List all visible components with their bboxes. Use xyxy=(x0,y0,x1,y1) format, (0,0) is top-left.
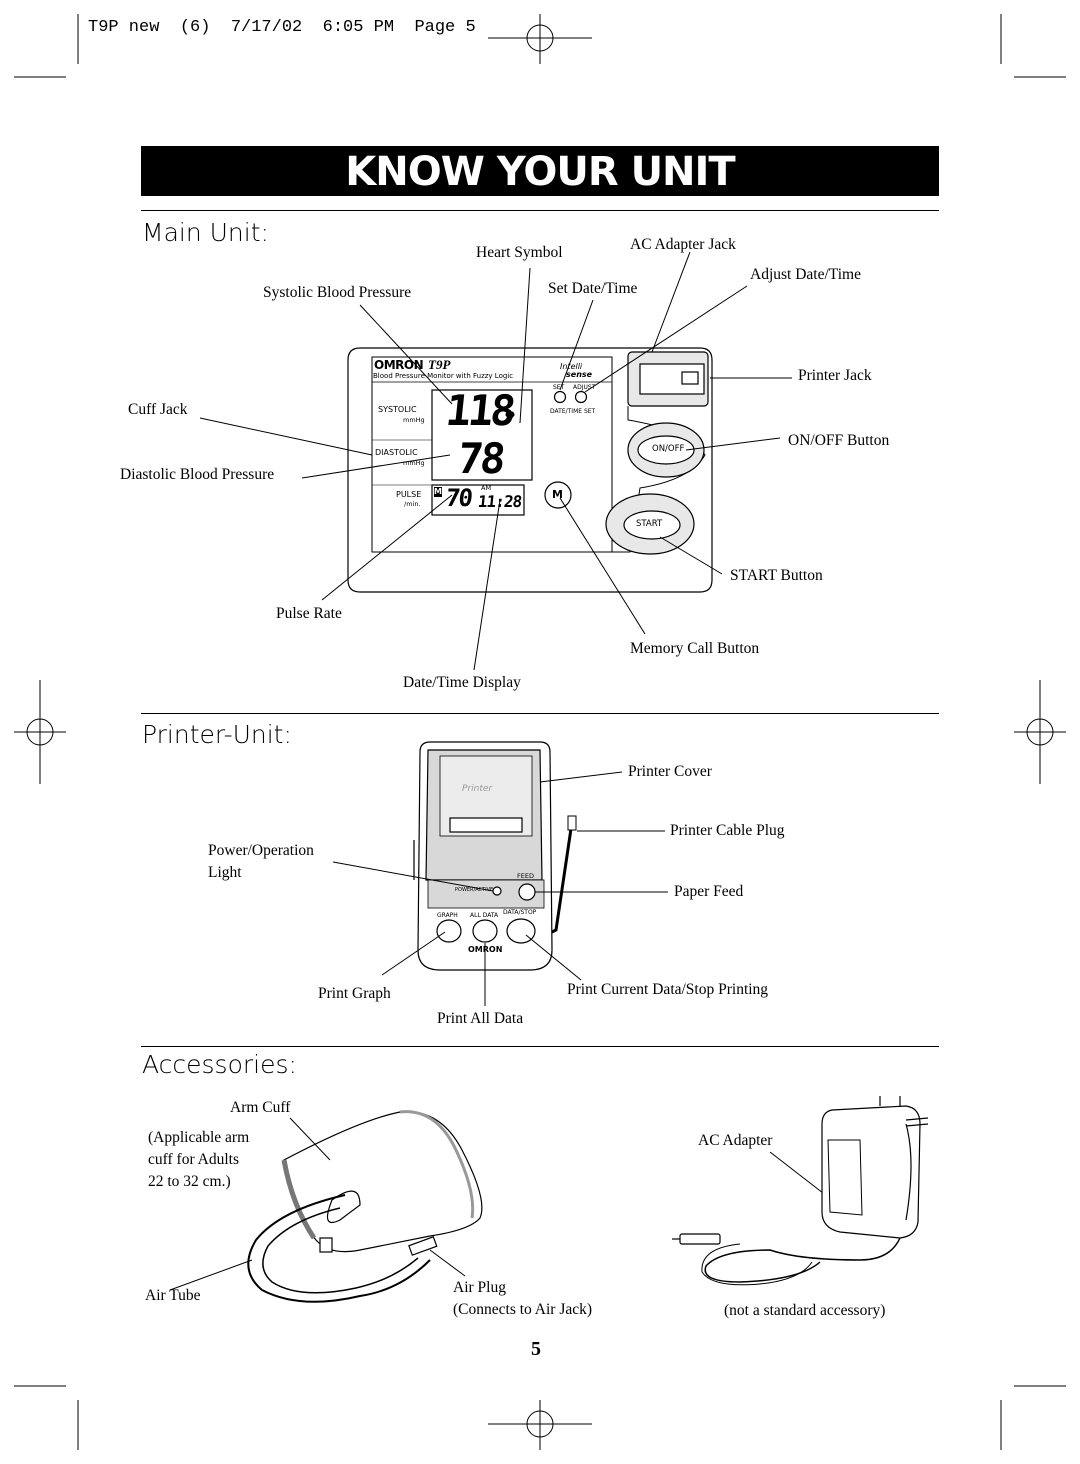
label-not-standard: (not a standard accessory) xyxy=(724,1302,886,1319)
accessories-title: Accessories: xyxy=(142,1050,297,1079)
all-data-label: ALL DATA xyxy=(470,912,499,919)
printer-brand: OMRON xyxy=(468,945,503,954)
label-applicable-2: cuff for Adults xyxy=(148,1151,239,1168)
page-number: 5 xyxy=(531,1338,541,1360)
section-rule-printer xyxy=(141,713,939,714)
label-connects: (Connects to Air Jack) xyxy=(453,1301,593,1318)
printer-unit-title: Printer-Unit: xyxy=(142,720,292,749)
label-applicable-3: 22 to 32 cm.) xyxy=(148,1173,231,1190)
power-active-label: POWER/ACTIVE xyxy=(455,887,494,893)
ac-adapter-illustration xyxy=(672,1096,929,1286)
device-brand: OMRON xyxy=(374,358,424,372)
systolic-reading: 118 xyxy=(443,386,516,435)
pulse-reading: 70 xyxy=(444,484,473,512)
section-rule-accessories xyxy=(141,1046,939,1047)
device-model: T9P xyxy=(428,357,451,372)
label-arm-cuff: Arm Cuff xyxy=(230,1099,291,1116)
on-off-button-label: ON/OFF xyxy=(652,444,685,454)
diastolic-unit: mmHg xyxy=(403,459,425,467)
pulse-label: PULSE xyxy=(396,490,422,499)
intelli-logo: Intelli xyxy=(560,362,583,371)
label-printer-cable-plug: Printer Cable Plug xyxy=(670,822,785,839)
label-heart-symbol: Heart Symbol xyxy=(476,244,563,261)
label-memory-call-button: Memory Call Button xyxy=(630,640,760,657)
section-rule-main xyxy=(141,210,939,211)
set-label: SET xyxy=(553,384,565,391)
label-print-all-data: Print All Data xyxy=(437,1010,524,1027)
feed-label: FEED xyxy=(517,872,534,880)
printer-leader-lines xyxy=(332,771,668,1006)
label-date-time-display: Date/Time Display xyxy=(403,674,521,691)
sense-logo: sense xyxy=(566,370,593,379)
main-leader-lines xyxy=(199,251,792,671)
label-start-button: START Button xyxy=(730,567,823,584)
label-printer-jack: Printer Jack xyxy=(798,367,872,384)
label-on-off-button: ON/OFF Button xyxy=(788,432,890,449)
label-systolic-bp: Systolic Blood Pressure xyxy=(263,284,412,301)
label-print-graph: Print Graph xyxy=(318,985,391,1002)
adjust-label: ADJUST xyxy=(573,384,596,391)
label-light: Light xyxy=(208,864,242,881)
data-stop-label: DATA/STOP xyxy=(503,909,537,916)
label-diastolic-bp: Diastolic Blood Pressure xyxy=(120,466,275,483)
crop-marks xyxy=(14,14,1066,1450)
label-air-tube: Air Tube xyxy=(145,1287,201,1304)
label-power-operation: Power/Operation xyxy=(208,842,314,859)
time-reading: 11:28 xyxy=(477,492,523,511)
graph-label: GRAPH xyxy=(437,912,458,919)
label-cuff-jack: Cuff Jack xyxy=(128,401,188,418)
start-button-label: START xyxy=(636,519,663,529)
pulse-unit: /min. xyxy=(404,500,421,508)
main-unit-device xyxy=(347,347,713,593)
am-indicator: AM xyxy=(481,484,492,492)
label-ac-adapter: AC Adapter xyxy=(698,1132,773,1149)
systolic-unit: mmHg xyxy=(403,416,425,424)
device-subtitle: Blood Pressure Monitor with Fuzzy Logic xyxy=(373,372,514,380)
page-banner: KNOW YOUR UNIT xyxy=(141,146,939,196)
label-adjust-date-time: Adjust Date/Time xyxy=(750,266,861,283)
memory-mark: M xyxy=(434,487,442,497)
label-print-current: Print Current Data/Stop Printing xyxy=(567,981,769,998)
label-pulse-rate: Pulse Rate xyxy=(276,605,342,622)
arm-cuff-illustration xyxy=(247,1110,483,1303)
main-unit-title: Main Unit: xyxy=(142,218,269,247)
diastolic-reading: 78 xyxy=(455,434,506,483)
label-printer-cover: Printer Cover xyxy=(628,763,712,780)
diastolic-label: DIASTOLIC xyxy=(375,448,418,457)
label-air-plug: Air Plug xyxy=(453,1279,506,1296)
label-paper-feed: Paper Feed xyxy=(674,883,744,900)
label-applicable-1: (Applicable arm xyxy=(148,1129,250,1146)
date-time-set-label: DATE/TIME SET xyxy=(550,408,596,415)
label-set-date-time: Set Date/Time xyxy=(548,280,638,297)
print-header: T9P new (6) 7/17/02 6:05 PM Page 5 xyxy=(88,18,476,37)
systolic-label: SYSTOLIC xyxy=(378,405,417,414)
memory-button-label: M xyxy=(552,488,563,501)
label-ac-adapter-jack: AC Adapter Jack xyxy=(630,236,736,253)
printer-logo: Printer xyxy=(462,784,493,794)
printer-unit-device xyxy=(413,741,577,971)
